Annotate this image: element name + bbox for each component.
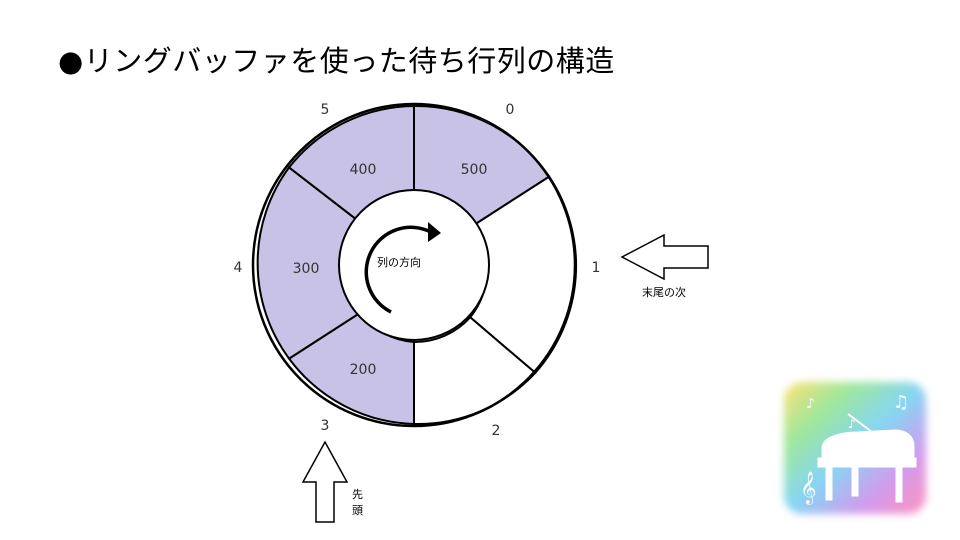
- segment-value-3: 200: [350, 362, 377, 378]
- index-label-1: 1: [592, 260, 601, 276]
- svg-text:♪: ♪: [848, 417, 856, 431]
- tail-arrow-icon: [620, 233, 709, 281]
- direction-arrow-icon: [364, 222, 441, 314]
- head-label-2: 頭: [352, 504, 363, 517]
- svg-text:♫: ♫: [893, 392, 909, 413]
- svg-text:𝄞: 𝄞: [800, 471, 817, 505]
- index-label-2: 2: [492, 423, 501, 439]
- head-label-1: 先: [352, 488, 363, 501]
- index-label-5: 5: [321, 102, 330, 118]
- slide-title: ●リングバッファを使った待ち行列の構造: [58, 44, 615, 78]
- segment-value-0: 500: [461, 162, 488, 178]
- index-label-4: 4: [234, 260, 243, 276]
- direction-label: 列の方向: [377, 255, 421, 269]
- tail-label: 末尾の次: [642, 285, 686, 299]
- svg-text:♪: ♪: [806, 396, 815, 412]
- index-label-0: 0: [506, 102, 515, 118]
- segment-value-5: 400: [350, 162, 377, 178]
- piano-icon: [817, 413, 917, 503]
- head-arrow-icon: [301, 440, 349, 523]
- segment-value-4: 300: [293, 261, 320, 277]
- index-label-3: 3: [321, 418, 330, 434]
- piano-logo: 𝄞 ♫ ♪ ♪: [784, 382, 926, 514]
